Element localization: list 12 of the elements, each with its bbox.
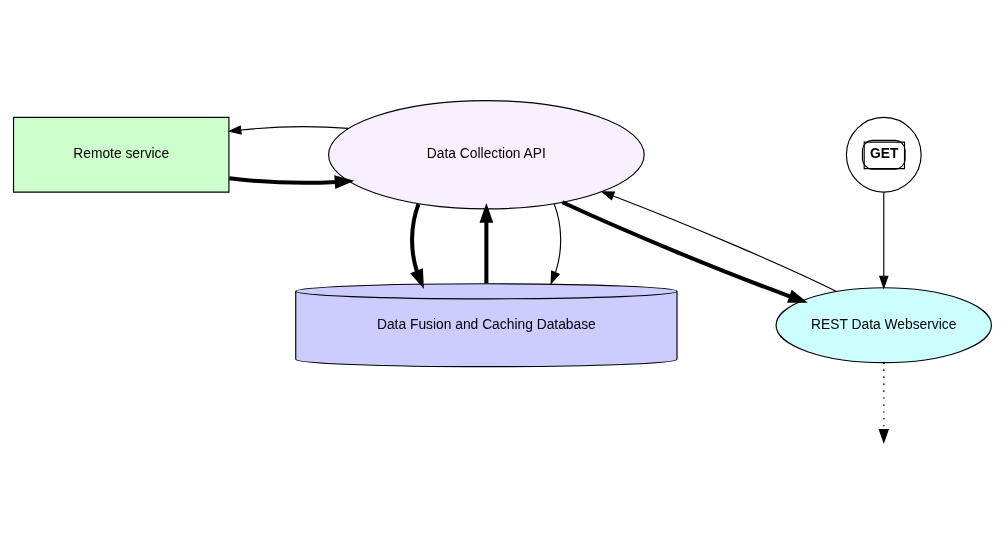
node-circle: GET (845, 116, 922, 193)
arrow (878, 190, 889, 289)
arrow (600, 190, 838, 292)
arrow (561, 199, 808, 303)
arrow (550, 203, 562, 285)
arrow (479, 202, 494, 283)
node-box: Remote service (12, 116, 230, 193)
arrow (410, 202, 424, 289)
node-ellipse: Data Collection API (328, 99, 645, 209)
arrow (229, 174, 355, 189)
arrow (878, 361, 889, 444)
arrow (227, 124, 349, 135)
